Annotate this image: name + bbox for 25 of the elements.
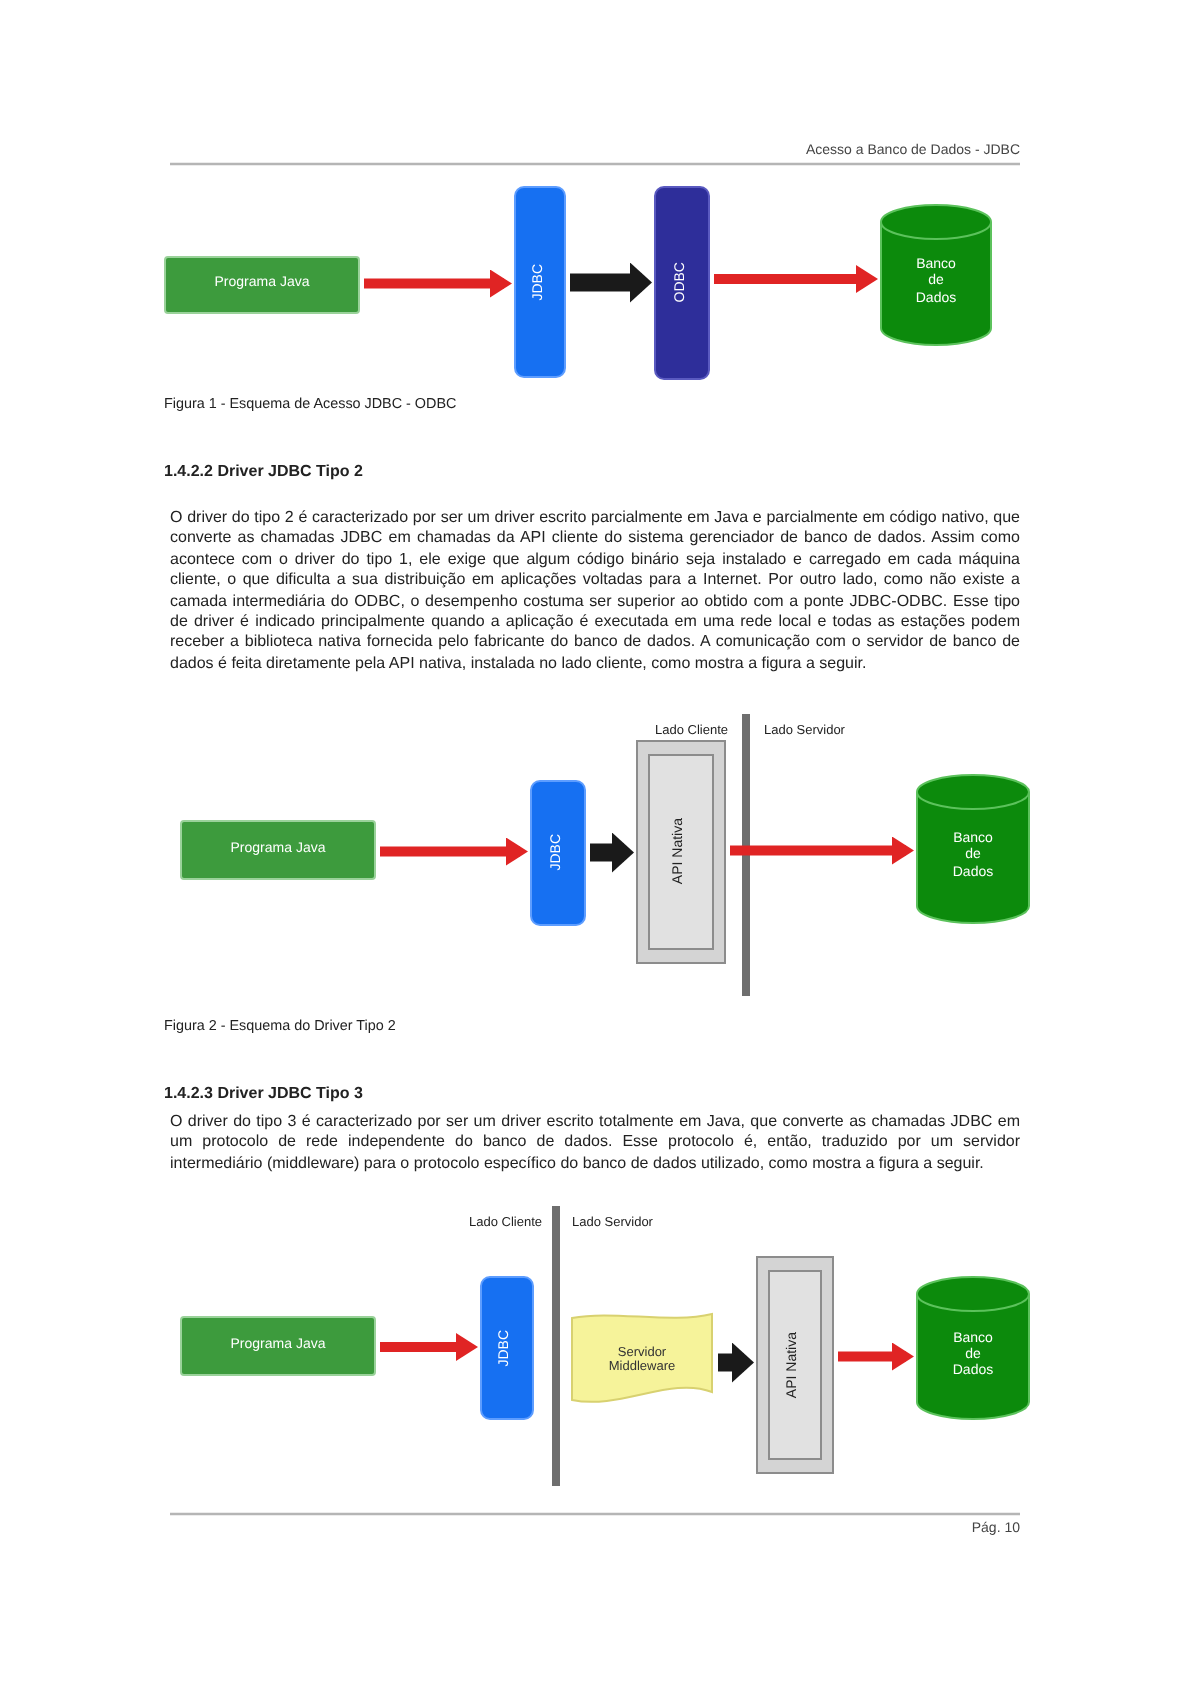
section-heading: 1.4.2.3 Driver JDBC Tipo 3 — [164, 1084, 363, 1102]
database-cylinder — [916, 1276, 1030, 1420]
arrow — [730, 836, 914, 865]
arrow — [718, 1342, 754, 1383]
section-heading: 1.4.2.2 Driver JDBC Tipo 2 — [164, 462, 363, 480]
layer-bar — [654, 186, 710, 380]
layer-panel — [756, 1256, 834, 1474]
arrow — [380, 837, 528, 866]
arrow — [590, 832, 634, 873]
layer-bar — [530, 780, 586, 926]
body-paragraph: O driver do tipo 2 é caracterizado por ser um driver escrito parcialmente em Java e parcialmente em código nativo, que converte as chamadas JDBC em chamadas da API cliente do sistema gerenciador de banco de dados. Assim como acontece com o driver do tipo 1, ele exige que algum código binário seja instalado e carregado em cada máquina cliente, o que dificulta a sua distribuição em aplicações voltadas para a Internet. Por outro lado, como não existe a camada intermediária do ODBC, o desempenho costuma ser superior ao obtido com a ponte JDBC-ODBC. Esse tipo de driver é indicado principalmente quando a aplicação é executada em uma rede local e todas as estações podem receber a biblioteca nativa fornecida pelo fabricante do banco de dados. A comunicação com o servidor de banco de dados é feita diretamente pela API nativa, instalada no lado cliente, como mostra a figura a seguir. — [170, 508, 1020, 675]
arrow — [380, 1333, 478, 1361]
layer-bar — [480, 1276, 534, 1420]
database-cylinder — [916, 774, 1030, 924]
process-box — [180, 820, 376, 880]
arrow — [838, 1342, 914, 1371]
database-cylinder — [880, 204, 992, 346]
body-paragraph: O driver do tipo 3 é caracterizado por ser um driver escrito totalmente em Java, que converte as chamadas JDBC em um protocolo de rede independente do banco de dados. Esse protocolo é, então, traduzido por um servidor intermediário (middleware) para o protocolo específico do banco de dados utilizado, como mostra a figura a seguir. — [170, 1112, 1020, 1175]
arrow — [364, 269, 512, 298]
layer-panel — [636, 740, 726, 964]
arrow — [570, 262, 652, 303]
process-box — [180, 1316, 376, 1376]
arrow — [714, 265, 878, 293]
process-box — [164, 256, 360, 314]
layer-bar — [514, 186, 566, 378]
